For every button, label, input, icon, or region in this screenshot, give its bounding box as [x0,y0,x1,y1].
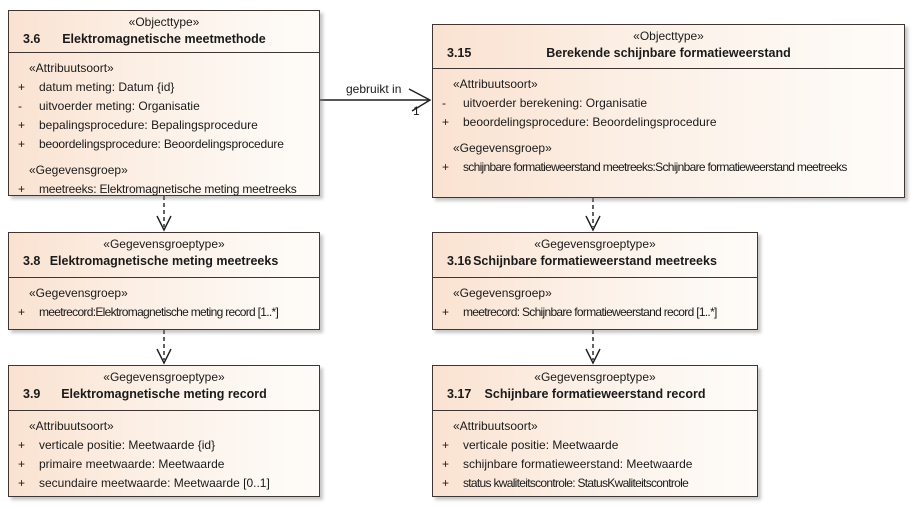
uml-class-schijnbare-formatieweerstand-meetreeks: «Gegevensgroeptype» 3.16 Schijnbare form… [432,232,758,330]
section-label: «Attribuutsoort» [453,77,538,91]
attribute-row: - uitvoerder meting: Organisatie [9,97,319,116]
attribute-text: beoordelingsprocedure: Beoordelingsproce… [463,115,717,129]
attribute-text: datum meting: Datum {id} [39,80,175,94]
dependency-arrowhead-icon [585,348,601,365]
uml-class-elektromagnetische-meting-meetreeks: «Gegevensgroeptype» 3.8 Elektromagnetisc… [8,232,320,330]
stereotype-label: «Objecttype» [633,29,704,43]
dependency-arrowhead-icon [585,215,601,232]
uml-class-elektromagnetische-meetmethode: «Objecttype» 3.6 Elektromagnetische meet… [8,10,320,196]
attribute-text: uitvoerder meting: Organisatie [39,99,200,113]
element-title: Elektromagnetische meting record [61,387,267,401]
stereotype-label: «Objecttype» [128,15,200,29]
visibility-marker: + [18,457,26,471]
element-title: Berekende schijnbare formatieweerstand [546,46,791,60]
stereotype-label: «Gegevensgroeptype» [103,237,225,251]
visibility-marker: + [18,476,26,490]
association-multiplicity: 1 [413,104,420,118]
attribute-row: + verticale positie: Meetwaarde {id} [9,436,319,455]
element-number: 3.8 [23,254,41,268]
uml-class-schijnbare-formatieweerstand-record: «Gegevensgroeptype» 3.17 Schijnbare form… [432,365,758,497]
attribute-row: + status kwaliteitscontrole: StatusKwalit… [433,474,757,493]
attribute-text: verticale positie: Meetwaarde [463,438,619,452]
attribute-row: + bepalingsprocedure: Bepalingsprocedure [9,116,319,135]
attribute-text: meetrecord:Elektromagnetische meting rec… [39,305,279,319]
visibility-marker: + [442,160,449,174]
dependency-arrowhead-icon [156,348,172,365]
attribute-row: + primaire meetwaarde: Meetwaarde [9,455,319,474]
visibility-marker: + [18,305,25,319]
section-label: «Gegevensgroep» [453,286,552,300]
visibility-marker: - [442,96,446,110]
section-label: «Attribuutsoort» [453,419,538,433]
attribute-text: primaire meetwaarde: Meetwaarde [39,457,225,471]
stereotype-label: «Gegevensgroeptype» [534,370,656,384]
section-label: «Gegevensgroep» [453,141,552,155]
attribute-text: meetrecord: Schijnbare formatieweerstand… [463,305,717,319]
attribute-text: secundaire meetwaarde: Meetwaarde [0..1] [39,476,270,490]
element-number: 3.15 [447,46,472,60]
visibility-marker: + [442,115,450,129]
visibility-marker: + [18,137,25,151]
element-number: 3.9 [23,387,41,401]
uml-class-berekende-schijnbare-formatieweerstand: «Objecttype» 3.15 Berekende schijnbare f… [432,24,905,198]
association-label: gebruikt in [346,82,402,96]
visibility-marker: + [442,476,449,490]
attribute-text: beoordelingsprocedure: Beoordelingsproce… [39,137,284,151]
attribute-text: verticale positie: Meetwaarde {id} [39,438,216,452]
element-number: 3.16 [447,254,472,268]
section-label: «Gegevensgroep» [29,163,128,177]
attribute-text: uitvoerder berekening: Organisatie [463,96,648,110]
visibility-marker: + [442,438,450,452]
attribute-row: + beoordelingsprocedure: Beoordelingsproc… [9,135,319,154]
attribute-row: + verticale positie: Meetwaarde [433,436,757,455]
section-label: «Attribuutsoort» [29,61,114,75]
visibility-marker: + [18,438,26,452]
visibility-marker: + [18,80,26,94]
attribute-text: schijnbare formatieweerstand: Meetwaarde [463,457,693,471]
attribute-row: + meetrecord:Elektromagnetische meting re… [9,303,319,322]
visibility-marker: + [18,182,25,196]
element-number: 3.6 [23,32,41,46]
attribute-row: + secundaire meetwaarde: Meetwaarde [0..1… [9,474,319,493]
attribute-row: + meetrecord: Schijnbare formatieweerstan… [433,303,757,322]
attribute-row: + meetreeks: Elektromagnetische meting me… [9,180,319,199]
stereotype-label: «Gegevensgroeptype» [103,370,225,384]
attribute-text: bepalingsprocedure: Bepalingsprocedure [39,118,258,132]
section-label: «Gegevensgroep» [29,286,128,300]
element-number: 3.17 [447,387,472,401]
section-label: «Attribuutsoort» [29,419,114,433]
attribute-row: + beoordelingsprocedure: Beoordelingsproc… [433,113,904,132]
visibility-marker: - [18,99,22,113]
visibility-marker: + [442,305,449,319]
attribute-row: - uitvoerder berekening: Organisatie [433,94,904,113]
visibility-marker: + [18,118,26,132]
attribute-text: meetreeks: Elektromagnetische meting mee… [39,182,297,196]
element-title: Elektromagnetische meting meetreeks [49,254,279,268]
attribute-row: + datum meting: Datum {id} [9,78,319,97]
uml-class-elektromagnetische-meting-record: «Gegevensgroeptype» 3.9 Elektromagnetisc… [8,365,320,497]
stereotype-label: «Gegevensgroeptype» [534,237,656,251]
attribute-text: schijnbare formatieweerstand meetreeks:S… [463,160,847,174]
element-title: Schijnbare formatieweerstand meetreeks [473,254,717,268]
attribute-row: + schijnbare formatieweerstand meetreeks:… [433,158,904,177]
attribute-text: status kwaliteitscontrole: StatusKwalite… [463,476,689,490]
attribute-row: + schijnbare formatieweerstand: Meetwaard… [433,455,757,474]
dependency-arrowhead-icon [156,215,172,232]
element-title: Elektromagnetische meetmethode [62,32,266,46]
element-title: Schijnbare formatieweerstand record [484,387,706,401]
visibility-marker: + [442,457,450,471]
